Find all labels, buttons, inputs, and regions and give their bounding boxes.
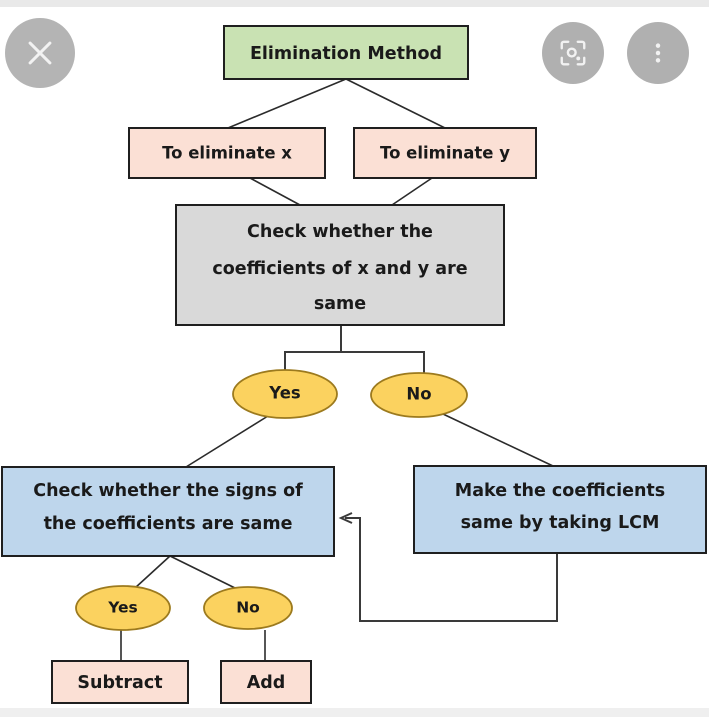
viewer-top-strip — [0, 0, 709, 7]
node-label-make-lcm-line1: Make the coefficients — [455, 481, 665, 501]
close-button[interactable] — [5, 18, 75, 88]
node-elimination-method[interactable]: Elimination Method — [223, 25, 469, 80]
google-lens-icon — [558, 38, 588, 68]
edge-check-coef-to-no1 — [341, 351, 425, 375]
node-check-coefficients[interactable]: Check whether the coefficients of x and … — [175, 204, 505, 326]
node-label-make-lcm-line2: same by taking LCM — [461, 513, 660, 533]
node-label-subtract: Subtract — [77, 673, 162, 693]
node-make-lcm[interactable]: Make the coefficients same by taking LCM — [413, 465, 707, 554]
node-label-check-signs-line2: the coefficients are same — [44, 514, 293, 534]
node-label-check-coefficients-line1: Check whether the — [247, 222, 433, 242]
node-label-no-coefficients: No — [406, 385, 431, 404]
edge-no1-to-make-lcm — [442, 413, 554, 467]
edge-check-sign-to-no2 — [169, 555, 236, 589]
node-label-add: Add — [247, 673, 286, 693]
viewer-bottom-strip — [0, 708, 709, 717]
node-yes-signs[interactable]: Yes — [75, 585, 171, 631]
node-label-no-signs: No — [236, 599, 260, 617]
edge-check-sign-to-yes2 — [134, 555, 171, 589]
edge-make-lcm-to-check-sign — [338, 512, 558, 622]
node-label-check-coefficients-line2: coefficients of x and y are — [212, 259, 467, 279]
edge-check-coef-to-yes1 — [284, 325, 342, 372]
edge-elim-x-to-check-coef — [249, 177, 301, 206]
edge-root-to-elim-x — [227, 78, 347, 129]
edge-root-to-elim-y — [345, 78, 446, 129]
node-label-to-eliminate-x: To eliminate x — [162, 144, 292, 163]
node-label-check-coefficients-line3: same — [314, 294, 366, 314]
node-yes-coefficients[interactable]: Yes — [232, 369, 338, 419]
node-check-signs[interactable]: Check whether the signs of the coefficie… — [1, 466, 335, 557]
lens-button[interactable] — [542, 22, 604, 84]
more-options-button[interactable] — [627, 22, 689, 84]
node-add[interactable]: Add — [220, 660, 312, 704]
close-icon — [23, 36, 57, 70]
node-label-yes-signs: Yes — [107, 599, 138, 617]
node-label-elimination-method: Elimination Method — [250, 44, 442, 64]
node-label-to-eliminate-y: To eliminate y — [380, 144, 510, 163]
node-to-eliminate-x[interactable]: To eliminate x — [128, 127, 326, 179]
node-label-check-signs-line1: Check whether the signs of — [33, 481, 303, 501]
node-no-signs[interactable]: No — [203, 586, 293, 630]
node-no-coefficients[interactable]: No — [370, 372, 468, 418]
edge-elim-y-to-check-coef — [391, 177, 433, 206]
node-label-yes-coefficients: Yes — [268, 384, 301, 403]
node-to-eliminate-y[interactable]: To eliminate y — [353, 127, 537, 179]
node-subtract[interactable]: Subtract — [51, 660, 189, 704]
more-vertical-icon — [645, 40, 671, 66]
edge-yes1-to-check-sign — [185, 415, 269, 468]
